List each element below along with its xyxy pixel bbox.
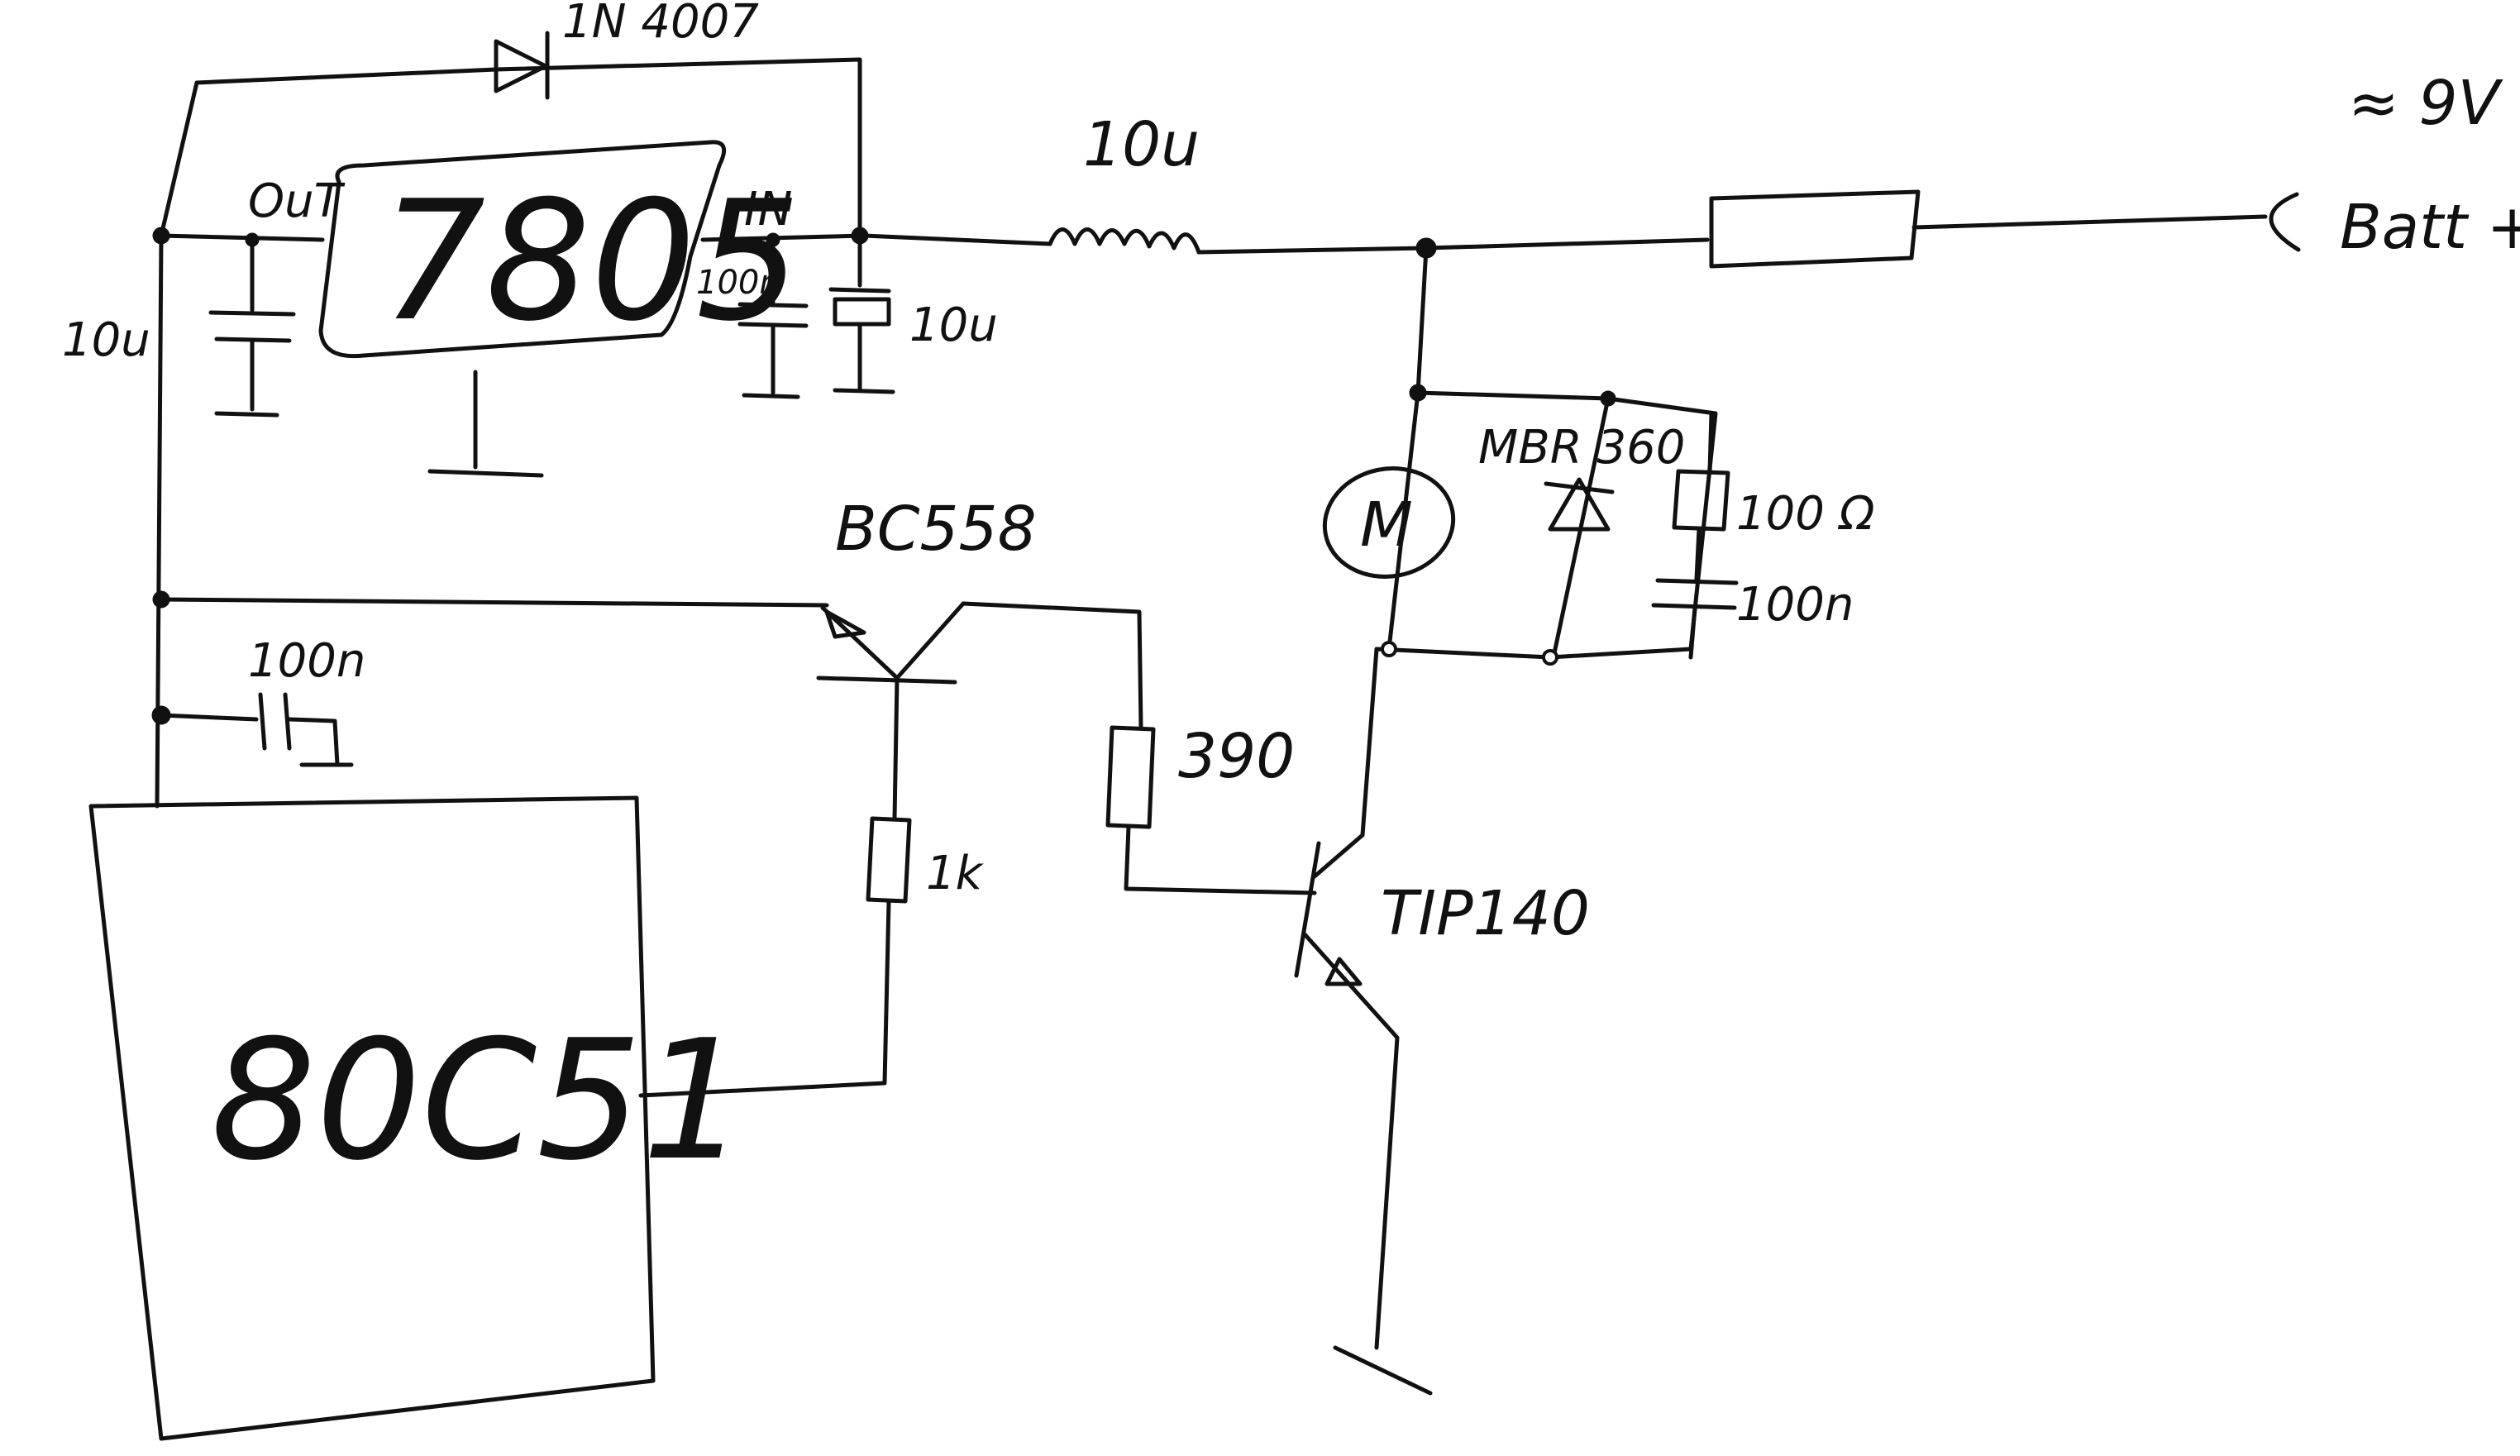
resistor-1k: 1k <box>638 816 985 1098</box>
cap-mcu-label: 100n <box>248 634 365 688</box>
mcu-label: 80C51 <box>211 1005 747 1197</box>
motor-label: M <box>1360 489 1413 561</box>
mcu-supply-wire <box>159 597 829 608</box>
snubber-c-label: 100n <box>1736 578 1854 632</box>
cap-in-100n: 100n <box>696 237 809 399</box>
fuse-resistor <box>1424 189 2301 269</box>
supply-labels: ≈ 9V Batt + <box>2340 68 2520 263</box>
snubber-r-label: 100 Ω <box>1736 487 1875 541</box>
resistor-390-label: 390 <box>1178 721 1295 792</box>
resistor-390: 390 <box>961 601 1317 895</box>
transistor-tip140: TIP140 <box>1294 833 1590 1396</box>
diode-mbr-label: MBR 360 <box>1478 421 1685 475</box>
diode-1n4007-label: 1N 4007 <box>562 0 759 49</box>
transistor-bc558: BC558 <box>816 494 1037 821</box>
cap-out-10u: 10u <box>62 237 296 418</box>
cap-in-elko-10u: 10u <box>828 233 998 394</box>
regulator-out-pin: OuT <box>248 174 346 228</box>
regulator-7805: 7805 OuT IN <box>248 140 801 478</box>
junction-dots <box>151 227 1616 725</box>
inductor-10u: 10u <box>861 109 1429 255</box>
motor-supply-wire <box>1374 246 1718 660</box>
battery-label: Batt + <box>2340 192 2520 263</box>
cap-in-small-label: 100n <box>696 264 780 302</box>
snubber-capacitor: 100n <box>1651 578 1854 660</box>
diode-1n4007: 1N 4007 <box>494 0 759 100</box>
supply-voltage-label: ≈ 9V <box>2348 68 2503 139</box>
motor-to-tip140-wire <box>1360 647 1379 838</box>
diode-mbr360: MBR 360 <box>1478 396 1685 656</box>
snubber-resistor: 100 Ω <box>1672 411 1875 581</box>
bc558-label: BC558 <box>835 494 1037 565</box>
resistor-1k-label: 1k <box>926 847 985 900</box>
inductor-label: 10u <box>1083 109 1200 180</box>
cap-out-label: 10u <box>62 313 150 367</box>
tip140-label: TIP140 <box>1381 878 1590 949</box>
regulator-in-pin: IN <box>744 183 792 236</box>
cap-mcu-100n: 100n <box>159 634 365 767</box>
regulator-input-wire <box>700 233 866 242</box>
mcu-80c51: 80C51 <box>88 795 747 1441</box>
cap-in-elko-label: 10u <box>909 298 998 352</box>
motor: M <box>1322 466 1456 579</box>
regulator-label: 7805 <box>380 165 801 358</box>
